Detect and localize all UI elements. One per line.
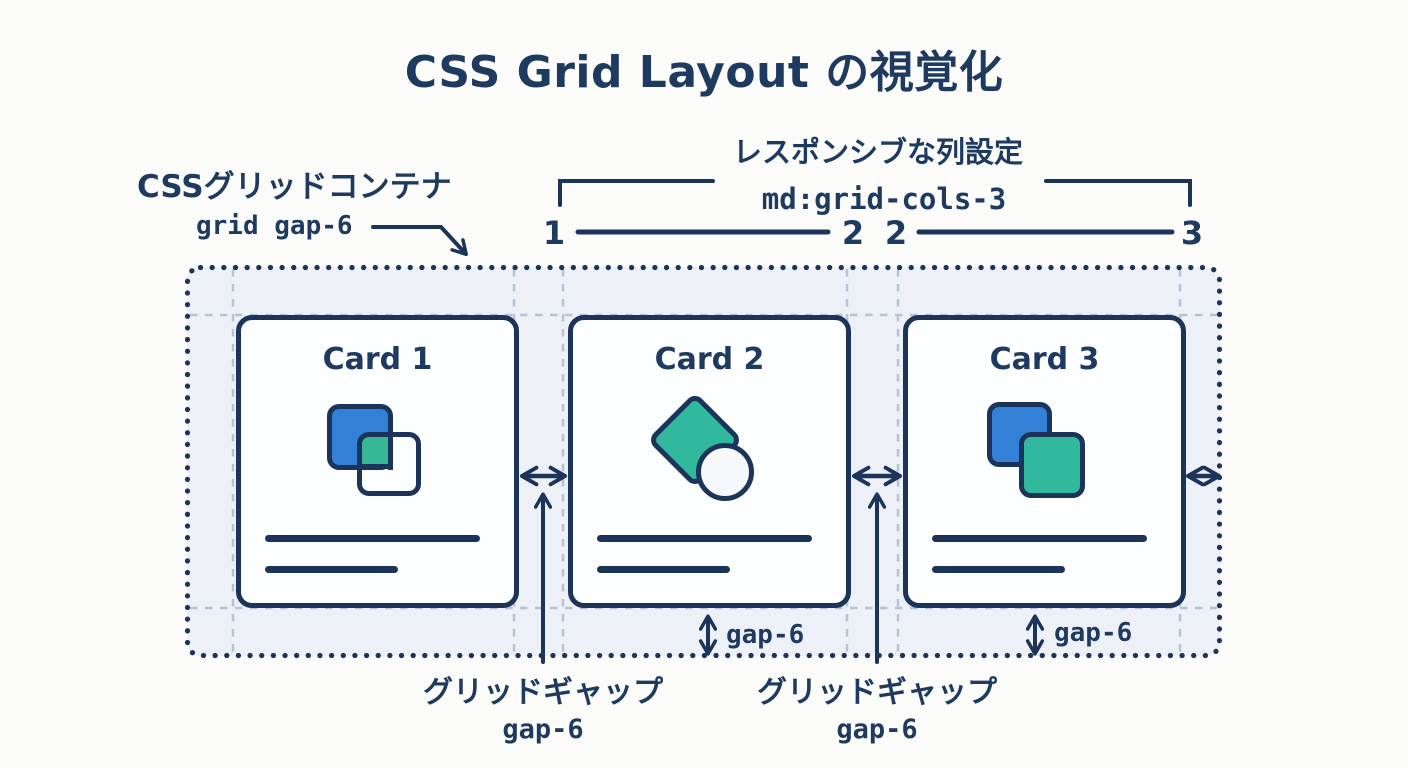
container-leader-arrow (371, 225, 468, 257)
page-title: CSS Grid Layout の視覚化 (404, 47, 1004, 98)
responsive-columns-label: レスポンシブな列設定 (732, 135, 1023, 169)
responsive-columns-code: md:grid-cols-3 (761, 182, 1007, 216)
card-1-title: Card 1 (322, 342, 433, 377)
card-2: Card 2 (568, 315, 851, 608)
text-placeholder-line (265, 566, 398, 573)
row-gap-label-2: gap-6 (1054, 618, 1133, 648)
grid-container-code: grid gap-6 (196, 211, 353, 241)
card-1: Card 1 (236, 315, 519, 608)
text-placeholder-line (597, 535, 812, 542)
grid-line-number-3: 3 (1180, 214, 1204, 252)
grid-line-number-2b: 2 (884, 214, 908, 252)
text-placeholder-line (265, 535, 480, 542)
teal-square-shape (1019, 432, 1085, 498)
card-3: Card 3 (903, 315, 1186, 608)
text-placeholder-line (597, 566, 730, 573)
white-circle-shape (696, 443, 754, 501)
text-placeholder-line (932, 566, 1065, 573)
grid-gap-heading: グリッドギャップ (757, 675, 997, 710)
card-3-title: Card 3 (989, 342, 1100, 377)
border-strip (361, 464, 393, 469)
text-placeholder-line (932, 535, 1147, 542)
grid-gap-code: gap-6 (502, 714, 584, 745)
card-2-title: Card 2 (654, 342, 765, 377)
grid-gap-heading: グリッドギャップ (423, 675, 663, 710)
grid-container-label: CSSグリッドコンテナ (137, 169, 452, 205)
grid-line-number-1: 1 (542, 214, 566, 252)
grid-line-number-2: 2 (841, 214, 865, 252)
grid-gap-callout-1: グリッドギャップ gap-6 (393, 667, 693, 745)
row-gap-label-1: gap-6 (726, 620, 805, 650)
grid-gap-code: gap-6 (836, 714, 918, 745)
grid-gap-callout-2: グリッドギャップ gap-6 (727, 667, 1027, 745)
outline-square-shape (357, 432, 421, 496)
border-strip (388, 437, 393, 470)
